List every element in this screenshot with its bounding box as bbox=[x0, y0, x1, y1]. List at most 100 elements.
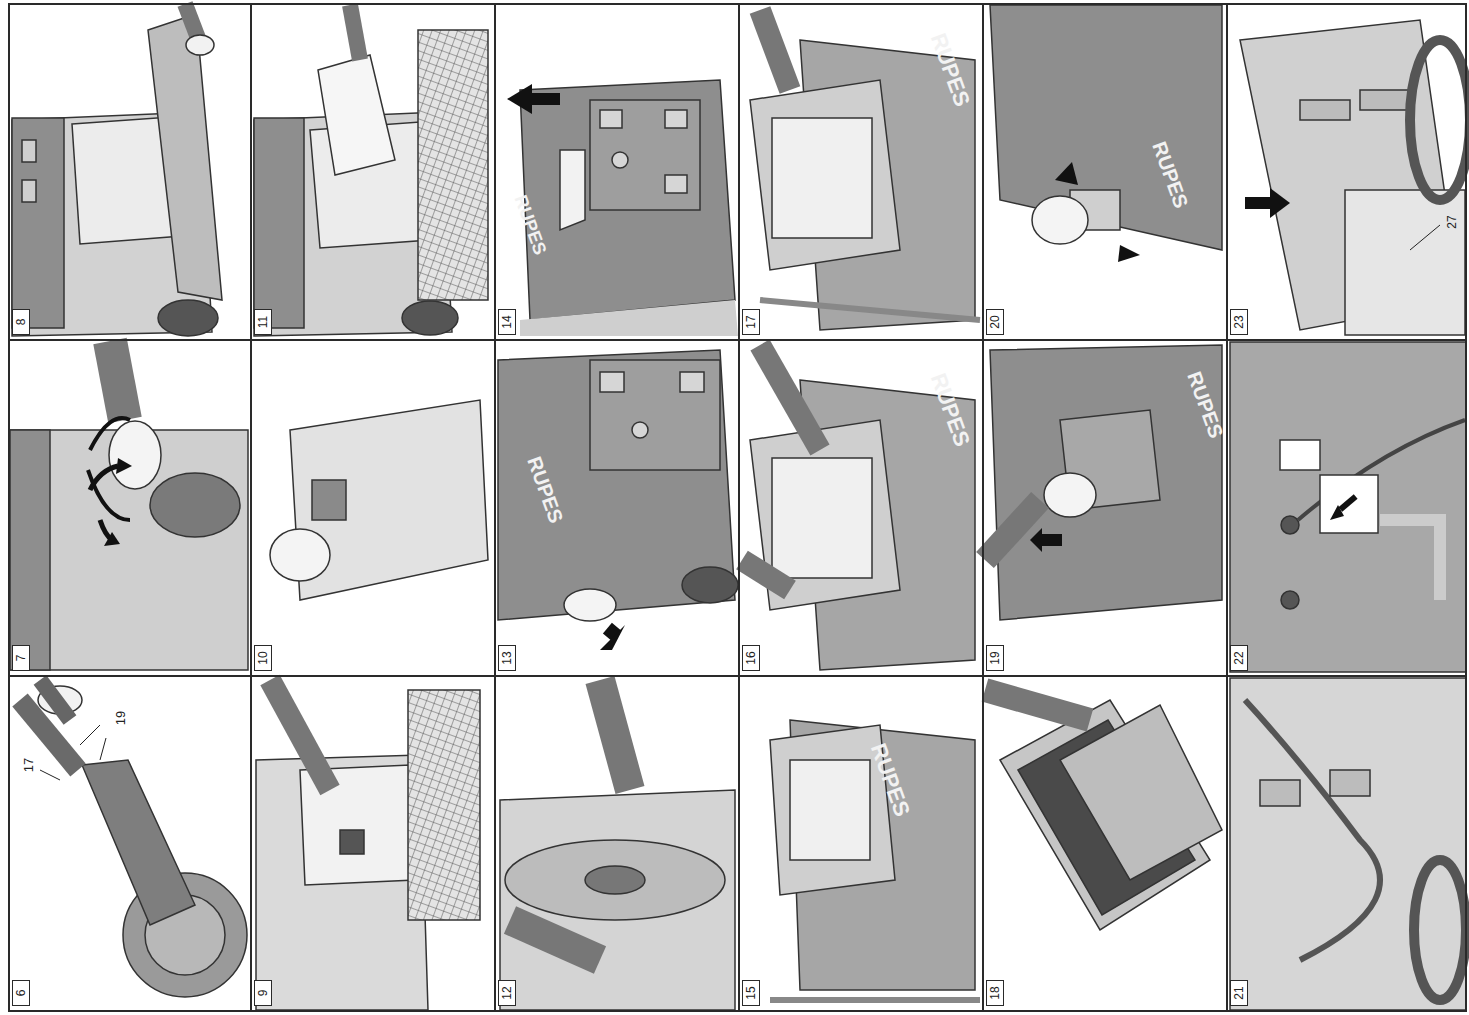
figure-panel: 14 bbox=[494, 3, 740, 341]
drawing-stroke bbox=[312, 480, 346, 520]
drawing-stroke bbox=[1260, 780, 1300, 806]
drawing-stroke bbox=[1030, 528, 1042, 552]
figure-panel: 23 bbox=[1226, 3, 1467, 341]
drawing-stroke bbox=[560, 150, 585, 230]
figure-number-box: 21 bbox=[1230, 980, 1248, 1006]
figure-number-box: 12 bbox=[498, 980, 516, 1006]
drawing-stroke bbox=[90, 466, 118, 490]
figure-number: 7 bbox=[14, 655, 28, 662]
drawing-stroke bbox=[256, 755, 428, 1010]
figure-number: 15 bbox=[744, 986, 758, 999]
vacuum-bag-fit bbox=[256, 680, 480, 1010]
drawing-stroke bbox=[270, 680, 330, 790]
drawing-stroke bbox=[80, 725, 100, 745]
figure-number-box: 18 bbox=[986, 980, 1004, 1006]
figure-number-box: 14 bbox=[498, 309, 516, 335]
drawing-stroke bbox=[186, 35, 214, 55]
figure-panel: 8 bbox=[8, 3, 252, 341]
drawing-stroke bbox=[600, 625, 625, 650]
figure-panel: 21 bbox=[1226, 675, 1467, 1012]
vacuum-lid-lift bbox=[500, 680, 735, 1010]
figure-number: 20 bbox=[988, 315, 1002, 328]
drawing-stroke bbox=[40, 770, 60, 780]
figure-number: 21 bbox=[1232, 986, 1246, 999]
cartridge-filter bbox=[985, 690, 1222, 930]
figure-number: 14 bbox=[500, 315, 514, 328]
figure-number-box: 6 bbox=[12, 980, 30, 1006]
drawing-stroke bbox=[750, 80, 900, 270]
drawing-stroke bbox=[82, 760, 195, 925]
drawing-stroke bbox=[665, 110, 687, 128]
drawing-stroke bbox=[12, 118, 64, 328]
figure-number: 6 bbox=[14, 990, 28, 997]
drawing-stroke bbox=[402, 301, 458, 335]
figure-number: 9 bbox=[256, 990, 270, 997]
vacuum-top-lever bbox=[10, 341, 248, 670]
vacuum-tilt bbox=[770, 720, 980, 1000]
drawing-stroke bbox=[1330, 770, 1370, 796]
drawing-stroke bbox=[88, 470, 130, 520]
callout-number: 17 bbox=[21, 758, 36, 772]
drawing-stroke bbox=[318, 55, 395, 175]
drawing-stroke bbox=[1280, 440, 1320, 470]
drawing-stroke bbox=[1380, 520, 1440, 600]
figure-panel: 10 bbox=[250, 339, 496, 677]
drawing-stroke bbox=[1044, 473, 1096, 517]
drawing-stroke bbox=[770, 997, 980, 1003]
filter-bag bbox=[270, 400, 488, 600]
drawing-stroke bbox=[772, 118, 872, 238]
drawing-stroke bbox=[1300, 100, 1350, 120]
figure-panel: 15 bbox=[738, 675, 984, 1012]
drawing-stroke bbox=[10, 430, 50, 670]
drawing-stroke bbox=[1230, 342, 1466, 672]
figure-number-box: 13 bbox=[498, 645, 516, 671]
vacuum-power-socket bbox=[1230, 342, 1466, 672]
drawing-stroke bbox=[1320, 475, 1378, 533]
drawing-stroke bbox=[148, 14, 222, 300]
drawing-stroke bbox=[1345, 190, 1465, 335]
drawing-stroke bbox=[270, 529, 330, 581]
drawing-stroke bbox=[985, 690, 1090, 720]
drawing-stroke bbox=[1338, 494, 1357, 511]
drawing-stroke bbox=[40, 680, 70, 720]
figure-number: 22 bbox=[1232, 651, 1246, 664]
figure-number: 12 bbox=[500, 986, 514, 999]
figure-number: 18 bbox=[988, 986, 1002, 999]
drawing-stroke bbox=[632, 422, 648, 438]
drawing-stroke bbox=[790, 760, 870, 860]
figure-number: 23 bbox=[1232, 315, 1246, 328]
figure-number-box: 10 bbox=[254, 645, 272, 671]
drawing-stroke bbox=[585, 866, 645, 894]
drawing-stroke bbox=[104, 532, 120, 546]
drawing-stroke bbox=[1330, 505, 1344, 520]
drawing-stroke bbox=[1414, 860, 1466, 1000]
drawing-stroke bbox=[500, 790, 735, 1010]
figure-number: 10 bbox=[256, 651, 270, 664]
callout-number: 27 bbox=[1445, 215, 1459, 228]
figure-number-box: 11 bbox=[254, 309, 272, 335]
figure-panel: 11 bbox=[250, 3, 496, 341]
figure-number-box: 19 bbox=[986, 645, 1004, 671]
drawing-stroke bbox=[985, 500, 1040, 560]
drawing-stroke bbox=[760, 10, 790, 90]
vacuum-tilt-filter bbox=[742, 345, 975, 670]
drawing-stroke bbox=[1032, 196, 1088, 244]
vacuum-accessory-mount bbox=[1240, 20, 1469, 335]
drawing-stroke bbox=[505, 840, 725, 920]
drawing-stroke bbox=[100, 738, 106, 760]
drawing-stroke bbox=[22, 180, 36, 202]
figure-panel: 7 bbox=[8, 339, 252, 677]
drawing-stroke bbox=[1410, 40, 1469, 200]
figure-number: 8 bbox=[14, 319, 28, 326]
figure-panel: 13 bbox=[494, 339, 740, 677]
drawing-stroke bbox=[350, 5, 360, 60]
drawing-stroke bbox=[1230, 678, 1466, 1010]
drawing-stroke bbox=[340, 830, 364, 854]
vacuum-cable-wrap bbox=[1230, 678, 1466, 1010]
figure-number-box: 16 bbox=[742, 645, 760, 671]
action-arrows bbox=[90, 84, 1358, 650]
figure-number-box: 23 bbox=[1230, 309, 1248, 335]
drawing-stroke bbox=[90, 418, 130, 450]
vacuum-lid-open bbox=[12, 4, 222, 336]
